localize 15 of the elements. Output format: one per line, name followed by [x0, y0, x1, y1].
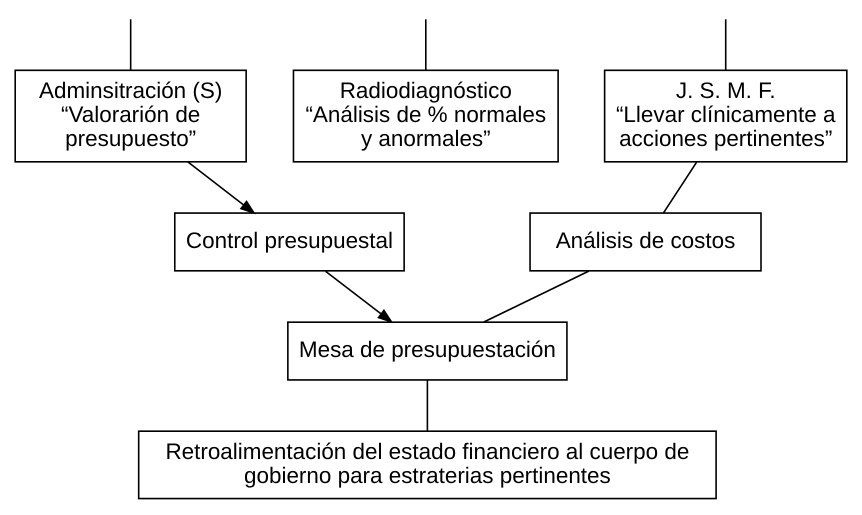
connector [724, 18, 727, 70]
node-box: Control presupuestal [174, 212, 405, 272]
arrow [325, 270, 394, 323]
node-box: Mesa de presupuestación [287, 320, 568, 380]
connector [424, 18, 427, 70]
node-box: Adminsitración (S) “Valorarión de presupuesto” [14, 69, 247, 162]
node-box: Radiodiagnóstico “Análisis de % normales y anormales” [292, 69, 559, 162]
connector [426, 380, 428, 430]
node-box: Retroalimentación del estado financiero al cuerpo de gobierno para estraterias pertinentes [138, 430, 717, 499]
connector [484, 270, 590, 322]
node-box: Análisis de costos [529, 212, 762, 272]
connector [662, 161, 698, 213]
connector [130, 18, 132, 70]
arrow [188, 160, 256, 214]
node-box: J. S. M. F. “Llevar clínicamente a acciones pertinentes” [604, 69, 848, 162]
